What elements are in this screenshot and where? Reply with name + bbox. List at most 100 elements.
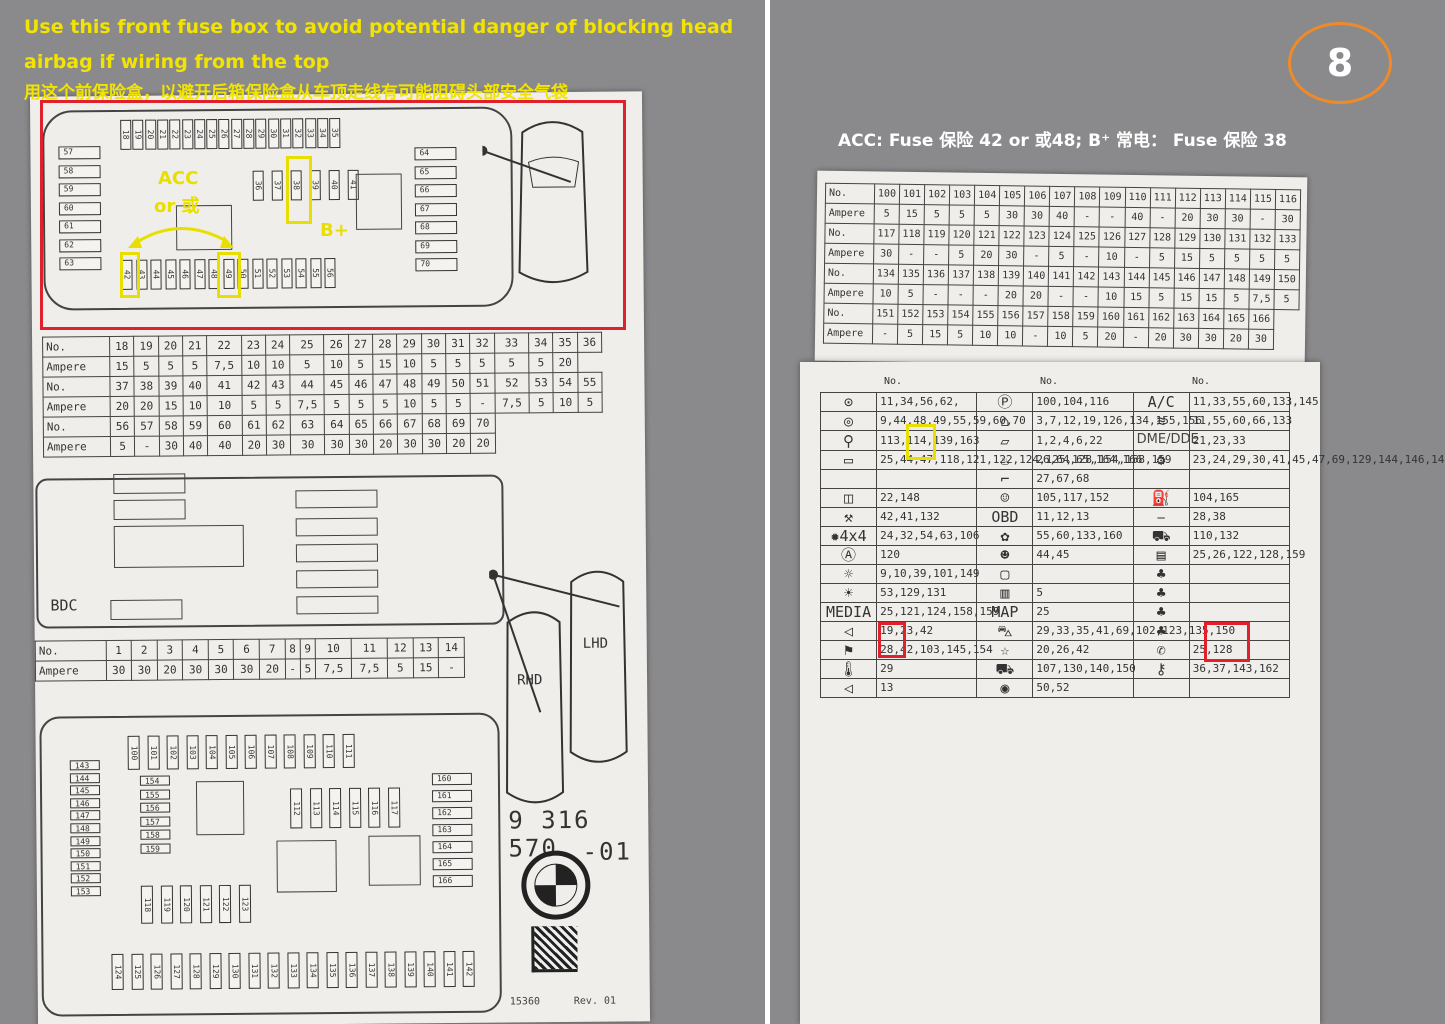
row-header-cell: Ampere: [823, 283, 874, 304]
table-cell: 56: [110, 416, 135, 437]
temp-icon: 🌡: [819, 659, 878, 679]
fuse-slot: 158: [140, 829, 171, 840]
table-cell: 61: [241, 415, 267, 436]
table-cell: 41: [207, 375, 242, 396]
table-cell: 137: [948, 264, 974, 286]
table-cell: 30: [159, 435, 184, 457]
fuse-slot: 139: [403, 951, 417, 988]
fuse-slot: 146: [70, 797, 101, 809]
fuse-slot: 162: [432, 806, 473, 820]
fuse-slot: 160: [431, 772, 472, 786]
table-cell: 60: [207, 415, 242, 436]
legend-col-header: No.: [884, 376, 903, 387]
fuse-slot: 104: [205, 735, 218, 770]
fuse-numbers-cell: 11,55,60,66,133: [1188, 411, 1292, 431]
table-cell: 30: [1224, 208, 1251, 230]
table-cell: 121: [973, 225, 1000, 246]
table-cell: 5: [947, 324, 973, 346]
table-cell: 10: [183, 395, 208, 416]
table-cell: 30: [349, 434, 374, 455]
switch-icon: ⎯: [1132, 507, 1190, 527]
table-cell: 54: [553, 372, 578, 393]
table-cell: 57: [134, 416, 160, 437]
table-cell: 7,5: [290, 394, 325, 415]
table-cell: 58: [158, 415, 184, 437]
table-cell: 5: [1224, 248, 1250, 270]
fuse-slot: 129: [208, 953, 222, 990]
fuse-slot: 144: [69, 772, 100, 783]
fuse-slot: 165: [432, 857, 473, 871]
table-cell: 146: [1173, 268, 1200, 289]
bdc-block: [113, 499, 186, 520]
table-cell: 142: [1073, 266, 1100, 288]
table-cell: 25: [289, 334, 325, 355]
fuse-numbers-cell: 50,52: [1032, 678, 1134, 698]
table-cell: 5: [324, 394, 349, 415]
table-cell: 108: [1074, 186, 1101, 208]
media-icon: MEDIA: [819, 602, 878, 622]
table-cell: 15: [372, 353, 398, 375]
row-header-cell: No.: [42, 376, 111, 398]
table-cell: 5: [1274, 249, 1300, 270]
wrench-icon: ⚒: [819, 507, 878, 527]
table-cell: 5: [1072, 326, 1099, 348]
table-cell: 112: [1175, 188, 1201, 209]
horn-icon: ◁: [819, 678, 878, 698]
table-cell: 163: [1173, 308, 1199, 329]
table-cell: 6: [233, 639, 260, 660]
table-cell: 68: [421, 413, 447, 434]
datamatrix-code: [531, 925, 578, 973]
table-cell: 48: [397, 373, 422, 394]
table-cell: 10: [997, 325, 1023, 346]
bdc-block: [113, 473, 186, 494]
table-cell: -: [1074, 206, 1100, 228]
speaker-icon: ◁: [819, 621, 878, 641]
fuse-slot: 119: [160, 885, 173, 924]
fuse-slot: 150: [70, 848, 101, 859]
table-cell: 43: [265, 374, 291, 396]
table-cell: 24: [265, 334, 290, 356]
table-cell: 10: [397, 353, 422, 374]
table-cell: 5: [1199, 248, 1225, 269]
panel-divider: [765, 0, 770, 1024]
annotation-line: Use this front fuse box to avoid potenti…: [24, 16, 734, 38]
display-icon: ▭: [819, 450, 878, 470]
legend-row: 🌡29⛟107,130,140,150⚷36,37,143,162: [819, 659, 1291, 679]
fuse-numbers-cell: 29,33,35,41,69,102,123,135,150: [1032, 621, 1235, 641]
table-cell: 101: [899, 184, 925, 205]
fuse-numbers-cell: 100,104,116: [1032, 392, 1134, 412]
table-cell: 26: [323, 334, 349, 355]
table-cell: 117: [873, 223, 900, 245]
table-cell: 141: [1048, 266, 1074, 287]
bdc-fuse-block: [295, 517, 378, 537]
table-cell: 20: [1223, 328, 1249, 350]
table-cell: -: [872, 323, 898, 345]
table-cell: 38: [134, 376, 159, 397]
table-cell: 5: [1148, 287, 1174, 309]
table-cell: 7,5: [494, 392, 530, 414]
annotation-line: airbag if wiring from the top: [24, 51, 330, 73]
table-cell: -: [1048, 286, 1074, 307]
table-cell: 64: [324, 414, 350, 435]
fuse-numbers-cell: 24,32,54,63,106: [876, 526, 979, 546]
acc-fuse-note: ACC: Fuse 保险 42 or 或48; B⁺ 常电： Fuse 保险 3…: [838, 131, 1287, 151]
table-cell: 5: [949, 204, 975, 226]
fuse-numbers-cell: 23,24,29,30,41,45,47,69,129,144,146,147,…: [1188, 450, 1445, 470]
table-cell: 5: [110, 436, 135, 457]
table-cell: 37: [109, 376, 135, 397]
fuse-slot: 147: [70, 810, 101, 821]
fuse-slot: 154: [139, 775, 170, 786]
legend-col-header: No.: [1040, 376, 1059, 387]
fuse-slot: 108: [283, 734, 296, 769]
table-cell: 102: [924, 184, 950, 205]
table-cell: 164: [1198, 308, 1224, 329]
table-cell: 30: [1173, 328, 1199, 349]
table-cell: 65: [348, 414, 374, 435]
table-cell: 30: [422, 433, 447, 454]
fuse-48-highlight: [217, 252, 241, 298]
fuel-icon: ⛽: [1132, 488, 1190, 508]
table-cell: 59: [183, 415, 208, 436]
